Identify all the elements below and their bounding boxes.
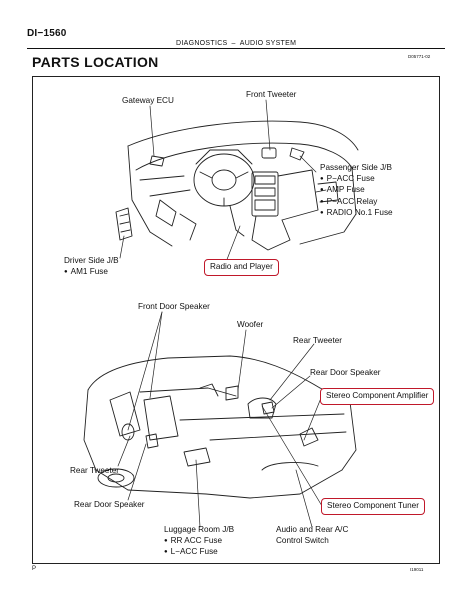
label-radio-and-player: Radio and Player xyxy=(204,259,279,276)
passenger-jb-item: P−ACC Fuse xyxy=(320,174,393,186)
passenger-jb-item: AMP Fuse xyxy=(320,185,393,197)
passenger-jb-item: RADIO No.1 Fuse xyxy=(320,208,393,220)
page-marker: P xyxy=(32,566,37,572)
vehicle-body-illustration xyxy=(83,355,357,499)
label-luggage-room-jb: Luggage Room J/B RR ACC Fuse L−ACC Fuse xyxy=(164,525,234,559)
label-driver-jb: Driver Side J/B AM1 Fuse xyxy=(64,256,119,278)
luggage-jb-item: RR ACC Fuse xyxy=(164,536,234,548)
dashboard-illustration xyxy=(115,120,359,251)
luggage-jb-title: Luggage Room J/B xyxy=(164,525,235,534)
page-title: PARTS LOCATION xyxy=(32,54,159,70)
document-id: DI−1560 xyxy=(27,28,67,39)
driver-jb-title: Driver Side J/B xyxy=(64,256,119,265)
section-left: DIAGNOSTICS xyxy=(176,40,228,47)
label-rear-tweeter-right: Rear Tweeter xyxy=(293,336,342,345)
passenger-jb-item: P−ACC Relay xyxy=(320,197,393,209)
section-separator: – xyxy=(231,40,236,47)
label-rear-tweeter-left: Rear Tweeter xyxy=(70,466,119,475)
audio-switch-line1: Audio and Rear A/C xyxy=(276,525,349,534)
passenger-jb-title: Passenger Side J/B xyxy=(320,163,392,172)
diagram-frame xyxy=(32,76,440,564)
label-front-tweeter: Front Tweeter xyxy=(246,90,297,99)
header-rule xyxy=(27,48,445,50)
driver-jb-item: AM1 Fuse xyxy=(64,267,119,279)
label-audio-control-switch: Audio and Rear A/C Control Switch xyxy=(276,525,348,546)
figure-code: D05771-02 xyxy=(408,54,431,59)
figure-id: I19011 xyxy=(410,567,424,572)
audio-switch-line2: Control Switch xyxy=(276,535,329,545)
label-gateway-ecu: Gateway ECU xyxy=(122,96,174,105)
label-stereo-component-tuner: Stereo Component Tuner xyxy=(321,498,425,515)
section-title: DIAGNOSTICS–AUDIO SYSTEM xyxy=(176,40,296,47)
label-woofer: Woofer xyxy=(237,320,264,329)
label-rear-door-speaker-right: Rear Door Speaker xyxy=(310,368,381,377)
luggage-jb-item: L−ACC Fuse xyxy=(164,547,234,559)
label-passenger-jb: Passenger Side J/B P−ACC Fuse AMP Fuse P… xyxy=(320,163,393,220)
label-front-door-speaker: Front Door Speaker xyxy=(138,302,210,311)
label-rear-door-speaker-left: Rear Door Speaker xyxy=(74,500,145,509)
label-stereo-component-amplifier: Stereo Component Amplifier xyxy=(320,388,435,405)
section-right: AUDIO SYSTEM xyxy=(239,40,297,47)
